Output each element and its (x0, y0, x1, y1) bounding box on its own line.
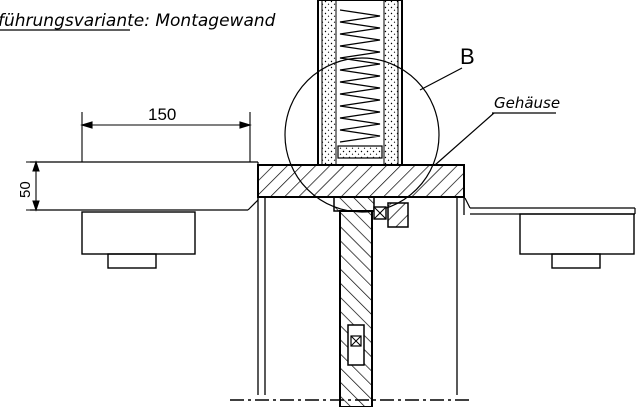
dimension-height (26, 160, 62, 212)
dimension-width (80, 112, 252, 162)
housing-leader (434, 112, 495, 166)
dimension-height-label: 50 (17, 181, 34, 198)
drawing-title: führungsvariante: Montagewand (0, 11, 276, 31)
housing-frame (257, 164, 465, 228)
dimension-width-label: 150 (148, 105, 176, 124)
housing-label: Gehäuse (494, 94, 560, 112)
wall-section-top (317, 0, 403, 166)
housing-walls (257, 197, 465, 395)
spring-insulation (337, 9, 383, 159)
luminaire-right (519, 213, 635, 269)
detail-leader-b (419, 67, 463, 91)
ceiling-plate-left (30, 161, 259, 211)
detail-label-b: B (460, 44, 475, 69)
wall-section-bottom (339, 210, 373, 407)
ceiling-plate-right (464, 197, 636, 215)
luminaire-left (81, 211, 196, 269)
